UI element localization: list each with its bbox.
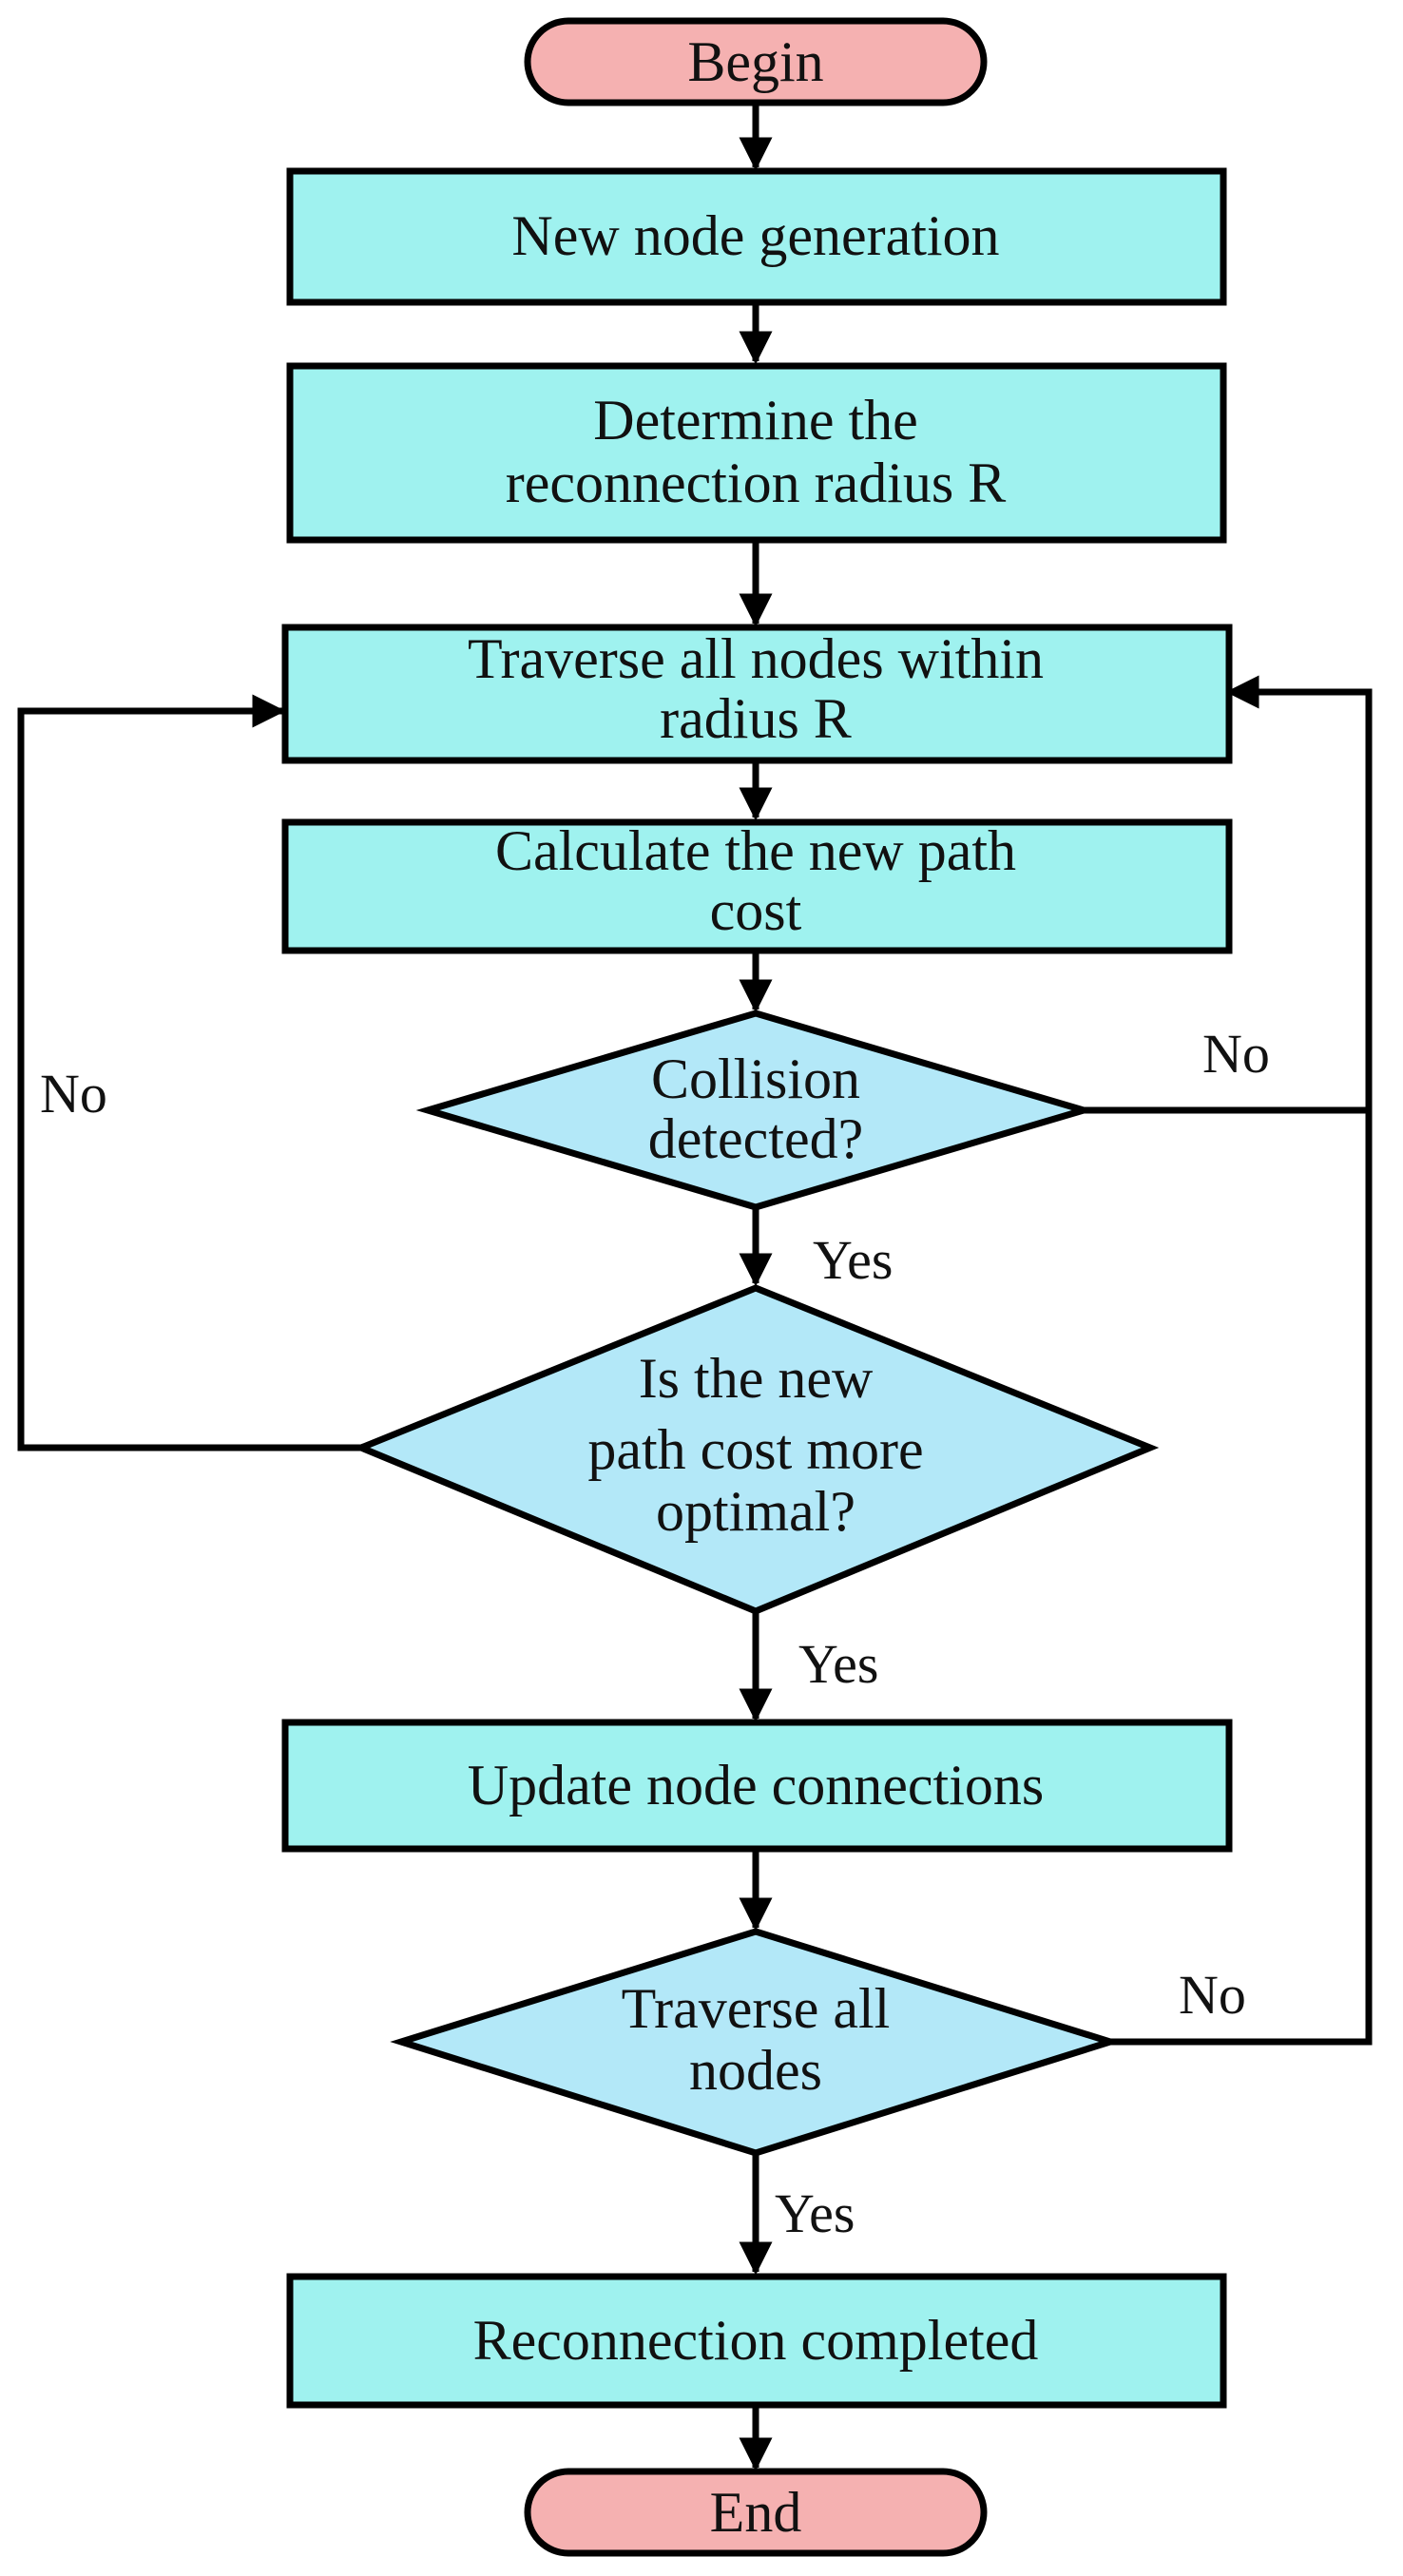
collision-label-line-1: Collision [651, 1048, 860, 1110]
node-calculate-cost: Calculate the new path cost [281, 818, 1233, 954]
radius-label-line-2: reconnection radius R [506, 452, 1007, 514]
completed-label: Reconnection completed [473, 2309, 1039, 2372]
traverse-all-yes-label: Yes [775, 2182, 855, 2244]
node-traverse-all-decision: Traverse all nodes [390, 1928, 1122, 2157]
node-reconnection-completed: Reconnection completed [286, 2273, 1227, 2409]
begin-terminal-shape [524, 17, 988, 106]
collision-label-line-2: detected? [648, 1107, 864, 1170]
traverse-radius-label-line-2: radius R [660, 687, 852, 750]
begin-label: Begin [687, 30, 823, 93]
node-end: End [524, 2468, 988, 2557]
traverse-all-diamond [390, 1928, 1122, 2157]
radius-shape [286, 362, 1227, 544]
node-determine-radius: Determine the reconnection radius R [286, 362, 1227, 544]
traverse-all-label-line-1: Traverse all [622, 1977, 891, 2040]
collision-diamond [415, 1009, 1096, 1211]
update-label: Update node connections [468, 1754, 1044, 1817]
traverse-radius-shape [281, 624, 1233, 764]
radius-label-line-1: Determine the [593, 389, 918, 452]
edge-collision-no [1084, 675, 1373, 1114]
optimal-yes-label: Yes [798, 1633, 878, 1695]
node-update-connections: Update node connections [281, 1719, 1233, 1853]
calc-cost-label-line-2: cost [710, 879, 802, 942]
edge-traverse-all-no [1110, 1110, 1373, 2046]
update-shape [281, 1719, 1233, 1853]
completed-shape [286, 2273, 1227, 2409]
calc-cost-shape [281, 818, 1233, 954]
traverse-radius-label-line-1: Traverse all nodes within [468, 627, 1044, 690]
optimal-label-line-3: optimal? [656, 1480, 855, 1543]
optimal-no-label: No [40, 1063, 107, 1125]
node-new-node-generation: New node generation [286, 167, 1227, 306]
node-collision-decision: Collision detected? [415, 1009, 1096, 1211]
collision-yes-label: Yes [813, 1229, 893, 1291]
connectors [17, 103, 1373, 2471]
calc-cost-label-line-1: Calculate the new path [495, 819, 1016, 882]
node-begin: Begin [524, 17, 988, 106]
edge-optimal-no [17, 694, 361, 1451]
optimal-label-line-2: path cost more [587, 1418, 923, 1481]
new-node-label: New node generation [511, 204, 999, 267]
traverse-all-no-label: No [1179, 1964, 1246, 2026]
optimal-diamond [352, 1284, 1160, 1615]
new-node-shape [286, 167, 1227, 306]
end-terminal-shape [524, 2468, 988, 2557]
traverse-all-label-line-2: nodes [689, 2039, 822, 2102]
node-traverse-radius: Traverse all nodes within radius R [281, 624, 1233, 764]
node-optimal-decision: Is the new path cost more optimal? [352, 1284, 1160, 1615]
end-label: End [710, 2481, 802, 2544]
optimal-label-line-1: Is the new [639, 1347, 874, 1410]
collision-no-label: No [1202, 1023, 1270, 1085]
